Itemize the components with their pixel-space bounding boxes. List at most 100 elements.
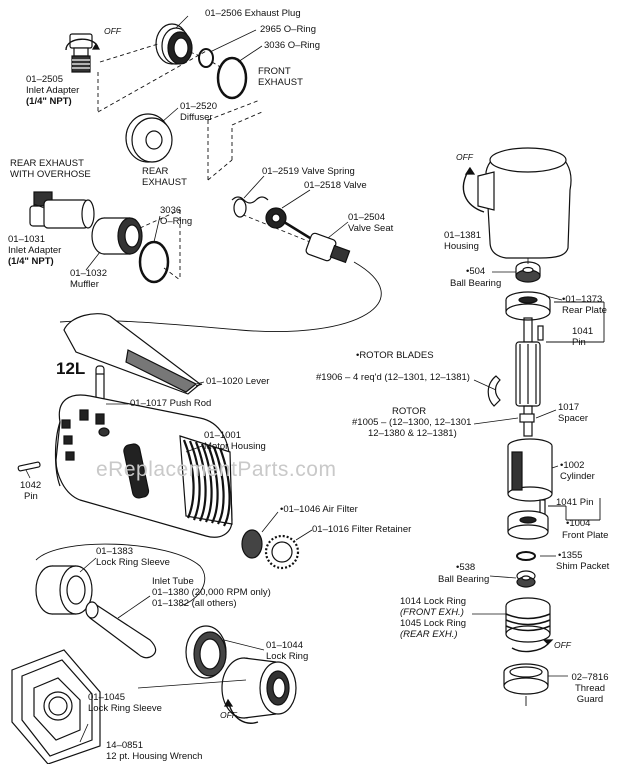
label-shim-packet-2: Shim Packet xyxy=(556,561,610,572)
label-air-filter: •01–1046 Air Filter xyxy=(280,504,358,515)
label-inlet-adapter-1031-2: Inlet Adapter xyxy=(8,245,62,256)
label-oring-2965: 2965 O–Ring xyxy=(260,24,316,35)
label-thread-guard-1: 02–7816 xyxy=(571,672,609,683)
muffler-icon xyxy=(91,217,143,255)
thread-guard-icon xyxy=(503,663,549,695)
label-housing-wrench-2: 12 pt. Housing Wrench xyxy=(106,751,203,762)
label-spacer-2: Spacer xyxy=(558,413,589,424)
label-filter-retainer: 01–1016 Filter Retainer xyxy=(312,524,412,535)
label-inlet-adapter-1031-1: 01–1031 xyxy=(8,234,45,245)
air-filter-icon xyxy=(241,529,263,559)
off-label-lock-ring: OFF xyxy=(554,640,571,650)
diffuser-icon xyxy=(125,113,173,163)
label-push-rod: 01–1017 Push Rod xyxy=(130,398,212,409)
inlet-tube-icon xyxy=(85,601,157,659)
off-label-housing: OFF xyxy=(456,152,473,162)
label-motor-housing-2: Motor Housing xyxy=(204,441,266,452)
label-rear-exhaust-overhose-2: WITH OVERHOSE xyxy=(10,169,91,180)
lock-ring-sleeve-1383-icon xyxy=(35,565,93,615)
label-spacer-1: 1017 xyxy=(558,402,580,413)
label-valve-seat-2: Valve Seat xyxy=(348,223,394,234)
label-diffuser-2: Diffuser xyxy=(180,112,213,123)
label-lock-ring-sleeve-1383-1: 01–1383 xyxy=(96,546,133,557)
label-thread-guard-3: Guard xyxy=(576,694,604,705)
label-ball-bearing-504-1: •504 xyxy=(466,266,486,277)
label-rear-exhaust-2: EXHAUST xyxy=(142,177,187,188)
label-exhaust-plug: 01–2506 Exhaust Plug xyxy=(205,8,301,19)
label-oring-3036-mid-1: 3036 xyxy=(160,205,182,216)
lever-icon xyxy=(63,313,203,395)
label-inlet-adapter-2505-2: Inlet Adapter xyxy=(26,85,80,96)
label-rear-exhaust-1: REAR xyxy=(142,166,169,177)
label-front-plate-1: •1004 xyxy=(566,518,591,529)
label-valve: 01–2518 Valve xyxy=(304,180,367,191)
label-inlet-adapter-1031-3: (1/4" NPT) xyxy=(8,256,54,267)
valve-spring-icon xyxy=(231,196,269,218)
label-housing-1: 01–1381 xyxy=(444,230,481,241)
oring-3036-top-icon xyxy=(216,56,248,100)
watermark: eReplacementParts.com xyxy=(96,458,337,481)
label-pin-1041-top-1: 1041 xyxy=(572,326,594,337)
valve-icon xyxy=(265,207,311,240)
rotor-blade-icon xyxy=(487,375,501,407)
ball-bearing-538-icon xyxy=(516,570,536,588)
label-lock-ring-sleeve-1045-1: 01–1045 xyxy=(88,692,125,703)
label-ball-bearing-504-2: Ball Bearing xyxy=(450,278,502,289)
label-rear-plate-1: •01–1373 xyxy=(562,294,603,305)
label-cylinder-2: Cylinder xyxy=(560,471,595,482)
label-rotor-blades-1: •ROTOR BLADES xyxy=(356,350,434,361)
cylinder-icon xyxy=(507,438,553,502)
label-housing-wrench-1: 14–0851 xyxy=(106,740,143,751)
valve-seat-icon xyxy=(305,232,351,264)
filter-retainer-icon xyxy=(264,534,300,570)
label-shim-packet-1: •1355 xyxy=(558,550,583,561)
label-ball-bearing-538-2: Ball Bearing xyxy=(438,574,490,585)
label-front-exhaust-2: EXHAUST xyxy=(258,77,303,88)
label-rear-plate-2: Rear Plate xyxy=(562,305,607,316)
label-lock-ring-front-1: 1014 Lock Ring xyxy=(400,596,467,607)
label-rotor-3: 12–1380 & 12–1381) xyxy=(368,428,457,439)
label-cylinder-1: •1002 xyxy=(560,460,585,471)
motor-housing-icon xyxy=(54,394,233,538)
shim-packet-icon xyxy=(516,551,536,561)
housing-wrench-icon xyxy=(11,649,101,764)
label-lock-ring-1044-2: Lock Ring xyxy=(266,651,309,662)
lock-ring-sleeve-1045-icon xyxy=(221,657,297,719)
pin-1041-top-icon xyxy=(537,325,544,341)
exhaust-plug-icon xyxy=(155,23,193,65)
label-valve-spring: 01–2519 Valve Spring xyxy=(262,166,355,177)
label-lock-ring-rear-2: (REAR EXH.) xyxy=(400,629,458,640)
off-label-top: OFF xyxy=(104,26,121,36)
label-pin-1041-front: 1041 Pin xyxy=(556,497,594,508)
label-rotor-blades-2: #1906 – 4 req'd (12–1301, 12–1381) xyxy=(316,372,470,383)
label-pin-1042-2: Pin xyxy=(24,491,38,502)
model-label: 12L xyxy=(56,359,86,378)
label-pin-1042-1: 1042 xyxy=(20,480,42,491)
label-housing-2: Housing xyxy=(444,241,479,252)
label-front-plate-2: Front Plate xyxy=(562,530,609,541)
pin-1042-icon xyxy=(17,461,41,472)
label-muffler-2: Muffler xyxy=(70,279,99,290)
label-lock-ring-sleeve-1383-2: Lock Ring Sleeve xyxy=(96,557,170,568)
front-plate-icon xyxy=(507,510,549,540)
label-inlet-adapter-2505-1: 01–2505 xyxy=(26,74,63,85)
label-ball-bearing-538-1: •538 xyxy=(456,562,476,573)
inlet-adapter-1031-icon xyxy=(29,191,95,229)
off-label-sleeve: OFF xyxy=(220,710,237,720)
label-rear-exhaust-overhose-1: REAR EXHAUST xyxy=(10,158,84,169)
label-diffuser-1: 01–2520 xyxy=(180,101,217,112)
rear-plate-icon xyxy=(505,291,551,321)
lock-ring-1014-icon xyxy=(505,597,551,643)
label-motor-housing-1: 01–1001 xyxy=(204,430,241,441)
oring-3036-mid-icon xyxy=(138,240,170,284)
pin-1041-front-icon xyxy=(539,499,546,515)
label-pin-1041-top-2: Pin xyxy=(572,337,586,348)
ball-bearing-504-icon xyxy=(515,261,541,283)
label-thread-guard-2: Thread xyxy=(574,683,606,694)
label-muffler-1: 01–1032 xyxy=(70,268,107,279)
label-oring-3036-mid-2: O–Ring xyxy=(160,216,193,227)
rotor-icon xyxy=(515,317,541,437)
housing-1381-icon xyxy=(462,147,572,259)
